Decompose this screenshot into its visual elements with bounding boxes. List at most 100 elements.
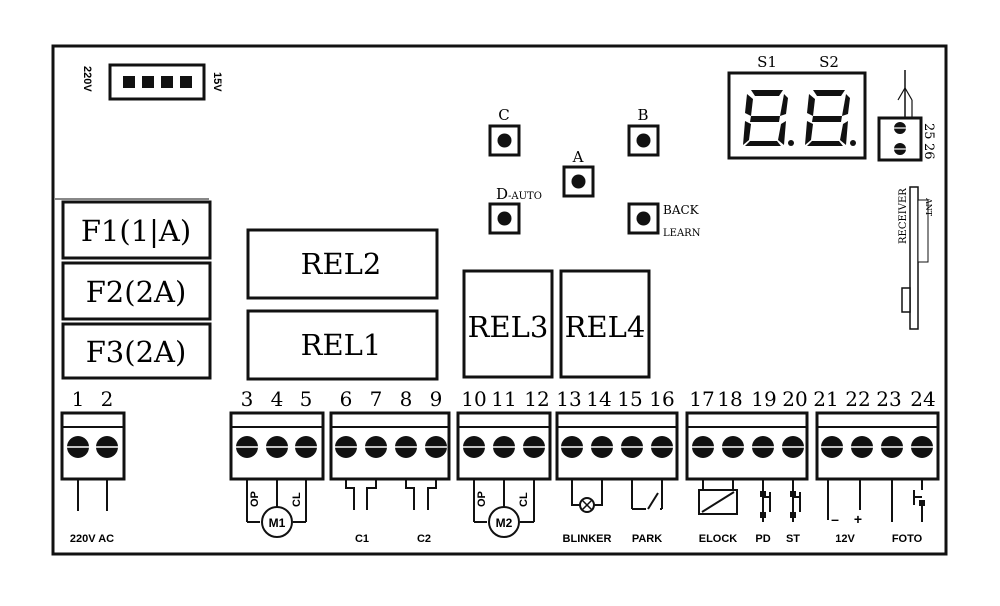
terminal-block-21-24 xyxy=(815,411,940,481)
fuse-block: F1(1|A) F2(2A) F3(2A) xyxy=(55,198,212,380)
antenna-terminal: 25 26 xyxy=(877,70,936,162)
terminal-number-5: 5 xyxy=(300,387,313,411)
fuse-f2-name: F2 xyxy=(86,275,125,309)
terminal-number-24: 24 xyxy=(910,387,935,411)
button-a-label: A xyxy=(572,148,584,166)
seven-segment-display: S1 S2 xyxy=(727,53,867,160)
receiver-module: RECEIVER ANT xyxy=(898,186,933,330)
fuse-f2-rating: (2A) xyxy=(124,275,186,309)
fuse-f2 xyxy=(61,261,212,321)
button-b-label: B xyxy=(637,106,648,124)
terminal-block-13-16 xyxy=(555,411,679,481)
park-label: PARK xyxy=(632,533,662,545)
minus-label: – xyxy=(831,511,839,527)
terminal-number-17: 17 xyxy=(689,387,714,411)
plus-label: + xyxy=(854,511,862,527)
fuse-f3-name: F3 xyxy=(86,335,125,369)
relay-rel2 xyxy=(246,228,439,300)
fuse-f1-name: F1 xyxy=(81,214,120,248)
fuse-f1-rating: (1|A) xyxy=(119,214,191,248)
wiring xyxy=(77,480,923,523)
button-back-knob xyxy=(636,211,651,226)
foto-label: FOTO xyxy=(892,533,923,545)
fuse-f3-label: F3(2A) xyxy=(86,335,187,369)
motor-m1-cl: CL xyxy=(291,492,303,507)
terminal-number-18: 18 xyxy=(717,387,742,411)
motor-m2-op: OP xyxy=(476,491,488,507)
display-s2-label: S2 xyxy=(819,53,839,71)
ant-label: ANT xyxy=(924,197,933,217)
motor-m2-cl: CL xyxy=(518,492,530,507)
terminal-number-11: 11 xyxy=(491,387,516,411)
motor-m1-symbol xyxy=(261,506,293,538)
power-in-label: 220V xyxy=(81,66,93,92)
c2-label: C2 xyxy=(417,533,431,545)
terminal-number-2: 2 xyxy=(101,387,114,411)
fuse-f3 xyxy=(61,322,212,380)
relay-rel4 xyxy=(559,269,651,379)
terminal-block-3-5 xyxy=(229,411,325,481)
button-d[interactable] xyxy=(488,202,521,235)
terminal-blocks xyxy=(60,411,940,481)
terminal-number-12: 12 xyxy=(524,387,549,411)
terminal-block-1-2 xyxy=(60,411,126,481)
terminal-number-22: 22 xyxy=(845,387,870,411)
terminal-number-10: 10 xyxy=(461,387,486,411)
pd-label: PD xyxy=(755,533,770,545)
terminal-number-16: 16 xyxy=(649,387,674,411)
12v-label: 12V xyxy=(835,533,855,545)
terminal-number-19: 19 xyxy=(751,387,776,411)
terminal-number-21: 21 xyxy=(813,387,838,411)
button-d-main: D xyxy=(496,185,508,203)
power-connector: 220V 15V xyxy=(81,63,223,101)
terminal-number-7: 7 xyxy=(370,387,383,411)
button-c-knob xyxy=(497,133,512,148)
terminal-number-8: 8 xyxy=(400,387,413,411)
relay-rel3 xyxy=(462,269,554,379)
button-d-auto: -AUTO xyxy=(508,191,542,202)
button-b[interactable] xyxy=(627,124,660,157)
ac-input-label: 220V AC xyxy=(70,533,114,545)
motor-m1-op: OP xyxy=(249,491,261,507)
c1-label: C1 xyxy=(355,533,369,545)
relay-rel1-label: REL1 xyxy=(301,328,382,362)
terminal-number-4: 4 xyxy=(271,387,284,411)
terminal-block-10-12 xyxy=(456,411,552,481)
fuse-f1 xyxy=(61,200,212,260)
fuse-f2-label: F2(2A) xyxy=(86,275,187,309)
terminal-block-17-20 xyxy=(685,411,809,481)
button-d-knob xyxy=(497,211,512,226)
terminal-number-9: 9 xyxy=(430,387,443,411)
display-s1-label: S1 xyxy=(757,53,777,71)
relays: REL2 REL1 REL3 REL4 xyxy=(246,228,651,381)
motor-m2-label: M2 xyxy=(496,516,513,530)
terminal-number-23: 23 xyxy=(876,387,901,411)
elock-label: ELOCK xyxy=(699,533,738,545)
terminal-block-6-9 xyxy=(329,411,451,481)
button-learn-label: LEARN xyxy=(663,228,701,239)
button-a-knob xyxy=(571,174,586,189)
relay-rel1 xyxy=(246,309,439,381)
button-back-label: BACK xyxy=(663,203,700,217)
fuse-f1-label: F1(1|A) xyxy=(81,214,191,248)
relay-rel3-label: REL3 xyxy=(468,310,549,344)
terminal-number-1: 1 xyxy=(72,387,85,411)
terminal-25-label: 25 xyxy=(921,123,936,140)
bottom-labels: 220V AC C1 C2 BLINKER PARK ELOCK PD ST 1… xyxy=(70,533,923,545)
power-out-label: 15V xyxy=(211,72,223,92)
terminal-number-13: 13 xyxy=(556,387,581,411)
button-d-label: D-AUTO xyxy=(496,185,542,203)
relay-rel4-label: REL4 xyxy=(565,310,646,344)
blinker-label: BLINKER xyxy=(563,533,612,545)
terminal-number-6: 6 xyxy=(340,387,353,411)
st-label: ST xyxy=(786,533,800,545)
terminal-number-20: 20 xyxy=(782,387,807,411)
terminal-number-15: 15 xyxy=(617,387,642,411)
motor-m2-symbol xyxy=(488,506,520,538)
push-buttons: C B A D-AUTO BACK LEARN xyxy=(488,106,701,239)
terminal-number-14: 14 xyxy=(586,387,611,411)
terminal-26-label: 26 xyxy=(921,143,936,160)
receiver-label: RECEIVER xyxy=(898,188,909,244)
